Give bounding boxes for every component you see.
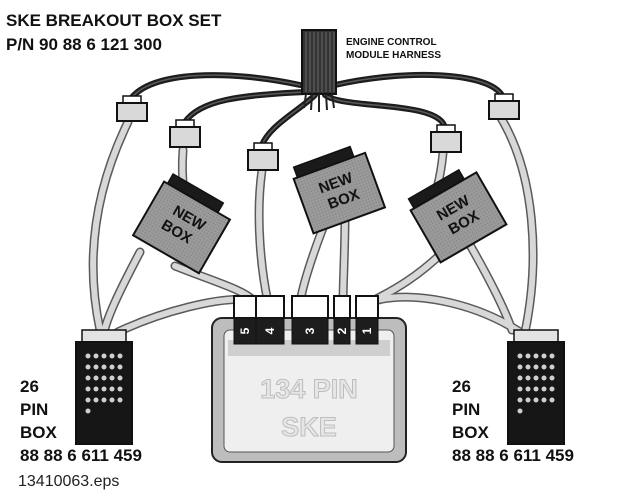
pin-box-left-part: 88 88 6 611 459 [20, 446, 142, 465]
pin-box-right-line1: 26 [452, 377, 471, 396]
harness-plug-3 [247, 142, 279, 171]
ske-connector-3: 3 [303, 327, 317, 334]
harness-plugs [116, 93, 520, 171]
pin-box-left [75, 329, 133, 445]
ske-connector-4: 4 [263, 327, 277, 334]
pin-box-right [507, 329, 565, 445]
harness-plug-5 [488, 93, 520, 120]
harness-label-line2: MODULE HARNESS [346, 50, 442, 61]
pin-box-right-line3: BOX [452, 423, 489, 442]
diagram-title-line2: P/N 90 88 6 121 300 [6, 35, 162, 54]
pin-box-left-line2: PIN [20, 400, 49, 419]
ske-connector-2: 2 [335, 327, 349, 334]
pin-box-right-label: 26 PIN BOX 88 88 6 611 459 [452, 375, 574, 467]
ske-module [211, 317, 407, 463]
harness-plug-4 [430, 124, 462, 153]
harness-cables [127, 71, 506, 148]
pin-box-right-line2: PIN [452, 400, 481, 419]
ske-connector-1: 1 [360, 327, 374, 334]
harness-plug-2 [169, 119, 201, 148]
ske-label-line2: SKE [281, 412, 337, 442]
file-name: 13410063.eps [18, 473, 120, 490]
ske-connector-5: 5 [238, 327, 252, 334]
pin-box-right-part: 88 88 6 611 459 [452, 446, 574, 465]
new-box-left [131, 173, 232, 275]
diagram-title-line1: SKE BREAKOUT BOX SET [6, 11, 222, 30]
pin-box-left-label: 26 PIN BOX 88 88 6 611 459 [20, 375, 142, 467]
pin-box-left-line3: BOX [20, 423, 57, 442]
new-box-right [407, 168, 508, 264]
ske-connectors [233, 295, 379, 345]
ecm-harness-connector [301, 29, 337, 112]
ske-label-line1: 134 PIN [260, 374, 358, 404]
pin-box-left-line1: 26 [20, 377, 39, 396]
harness-plug-1 [116, 95, 148, 122]
new-box-center [292, 145, 387, 235]
harness-label-line1: ENGINE CONTROL [346, 37, 437, 48]
